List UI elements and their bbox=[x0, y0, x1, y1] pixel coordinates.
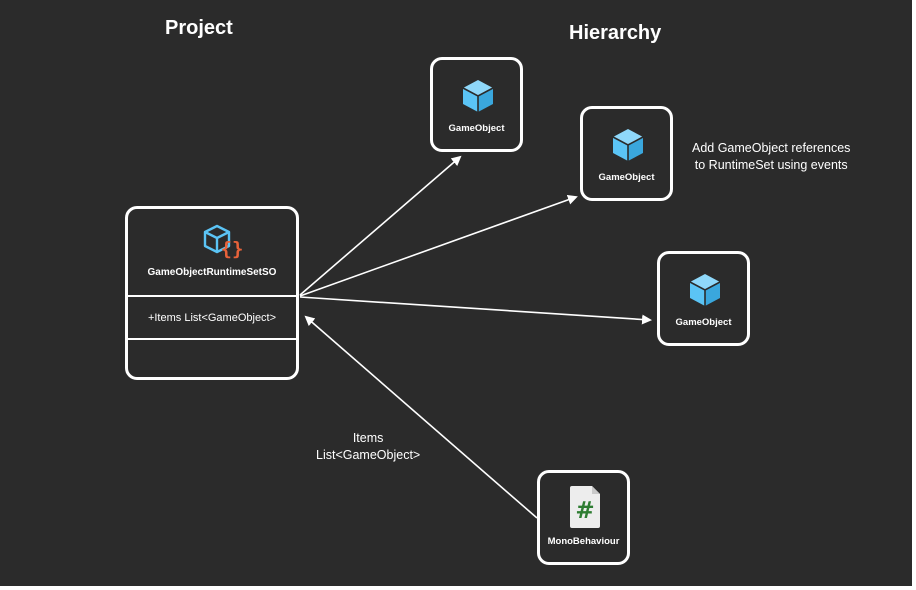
events-note-line-1: Add GameObject references bbox=[692, 141, 851, 155]
project-heading: Project bbox=[165, 17, 233, 39]
runtime-set-divider-bottom bbox=[128, 338, 296, 340]
arrow-from-monobehaviour bbox=[304, 315, 538, 519]
arrow-to-gameobject-1 bbox=[299, 155, 462, 296]
arrow-to-gameobject-2 bbox=[299, 194, 578, 297]
gameobject-label-2: GameObject bbox=[598, 172, 655, 183]
monobehaviour-node[interactable]: # MonoBehaviour bbox=[537, 470, 630, 565]
csharp-script-icon: # bbox=[570, 486, 600, 528]
items-note: Items List<GameObject> bbox=[316, 430, 420, 464]
svg-text:{}: {} bbox=[221, 238, 244, 260]
runtime-set-box[interactable]: {} GameObjectRuntimeSetSO +Items List<Ga… bbox=[125, 206, 299, 380]
svg-text:#: # bbox=[575, 498, 594, 524]
cube-icon bbox=[462, 80, 494, 112]
arrow-to-gameobject-3 bbox=[299, 296, 652, 325]
runtime-set-divider-top bbox=[128, 295, 296, 297]
items-note-line-2: List<GameObject> bbox=[316, 448, 421, 462]
scriptable-object-icon: {} bbox=[203, 224, 244, 260]
gameobject-node-1[interactable]: GameObject bbox=[430, 57, 523, 152]
gameobject-node-3[interactable]: GameObject bbox=[657, 251, 750, 346]
cube-icon bbox=[612, 129, 644, 161]
events-note-line-2: to RuntimeSet using events bbox=[694, 158, 848, 172]
items-note-line-1: Items bbox=[352, 431, 384, 445]
gameobject-label-1: GameObject bbox=[448, 123, 505, 134]
runtime-set-name: GameObjectRuntimeSetSO bbox=[147, 267, 277, 278]
gameobject-node-2[interactable]: GameObject bbox=[580, 106, 673, 201]
runtime-set-items-field: +Items List<GameObject> bbox=[147, 312, 277, 324]
gameobject-label-3: GameObject bbox=[675, 317, 732, 328]
monobehaviour-label: MonoBehaviour bbox=[547, 536, 620, 547]
cube-icon bbox=[689, 274, 721, 306]
hierarchy-heading: Hierarchy bbox=[569, 22, 662, 44]
events-note: Add GameObject references to RuntimeSet … bbox=[692, 140, 850, 174]
